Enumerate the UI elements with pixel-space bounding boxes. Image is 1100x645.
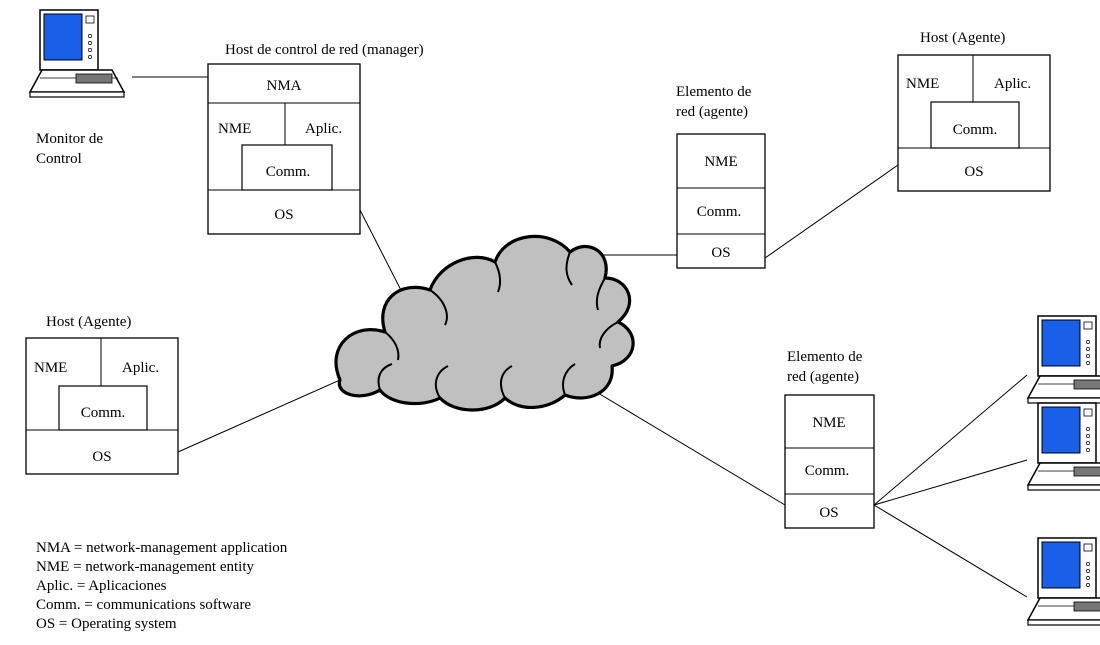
legend-item: OS = Operating system [36, 616, 177, 632]
legend-item: Comm. = communications software [36, 597, 251, 613]
manager-aplic: Aplic. [305, 121, 342, 137]
host-right-nme: NME [906, 76, 939, 92]
legend-item: NMA = network-management application [36, 540, 288, 556]
manager-comm-box [241, 144, 333, 191]
link-terminal-1 [873, 374, 1028, 506]
link-cloud-element-bottom [597, 392, 786, 506]
host-agent-left: Host (Agente) NME Aplic. Comm. OS [25, 314, 179, 475]
host-right-aplic: Aplic. [994, 76, 1031, 92]
element-bottom-box [784, 394, 875, 529]
element-bottom-nme: NME [812, 415, 845, 431]
host-agent-top-right: Host (Agente) NME Aplic. Comm. OS [897, 30, 1051, 192]
manager-nme: NME [218, 121, 251, 137]
element-bottom-title-line2: red (agente) [787, 369, 859, 385]
host-left-os: OS [92, 449, 111, 465]
network-cloud-icon [334, 234, 635, 412]
link-terminal-3 [873, 504, 1028, 598]
element-top-comm: Comm. [697, 204, 742, 220]
manager-nma: NMA [266, 78, 301, 94]
element-top-nme: NME [704, 154, 737, 170]
monitor-de-control: Monitor de Control [29, 9, 125, 167]
legend-item: NME = network-management entity [36, 559, 254, 575]
host-left-comm: Comm. [81, 405, 126, 421]
network-element-bottom: Elemento de red (agente) NME Comm. OS [784, 349, 875, 529]
computer-terminal-icon [1027, 402, 1100, 491]
monitor-label-line1: Monitor de [36, 131, 103, 147]
computer-monitor-icon [29, 9, 125, 98]
legend-item: Aplic. = Aplicaciones [36, 578, 167, 594]
element-top-title-line1: Elemento de [676, 84, 752, 100]
element-bottom-title-line1: Elemento de [787, 349, 863, 365]
host-left-title: Host (Agente) [46, 314, 131, 330]
link-cloud-host-left [177, 379, 341, 453]
monitor-label-line2: Control [36, 151, 82, 167]
host-left-comm-box [58, 385, 148, 431]
element-top-os: OS [711, 245, 730, 261]
network-element-top: Elemento de red (agente) NME Comm. OS [676, 84, 766, 269]
element-bottom-comm: Comm. [805, 463, 850, 479]
host-right-comm: Comm. [953, 122, 998, 138]
host-left-nme: NME [34, 360, 67, 376]
manager-os: OS [274, 207, 293, 223]
element-bottom-os: OS [819, 505, 838, 521]
host-right-title: Host (Agente) [920, 30, 1005, 46]
computer-terminal-icon [1027, 537, 1100, 626]
element-top-box [676, 133, 766, 269]
host-left-aplic: Aplic. [122, 360, 159, 376]
link-manager-cloud [359, 209, 406, 299]
host-right-comm-box [930, 101, 1020, 149]
manager-host: Host de control de red (manager) NMA NME… [207, 42, 424, 235]
manager-title: Host de control de red (manager) [225, 42, 424, 58]
host-right-os: OS [964, 164, 983, 180]
element-top-title-line2: red (agente) [676, 104, 748, 120]
link-element-host-right [764, 164, 899, 259]
manager-comm: Comm. [266, 164, 311, 180]
legend: NMA = network-management application NME… [36, 540, 288, 632]
link-terminal-2 [873, 459, 1028, 506]
computer-terminal-icon [1027, 315, 1100, 404]
